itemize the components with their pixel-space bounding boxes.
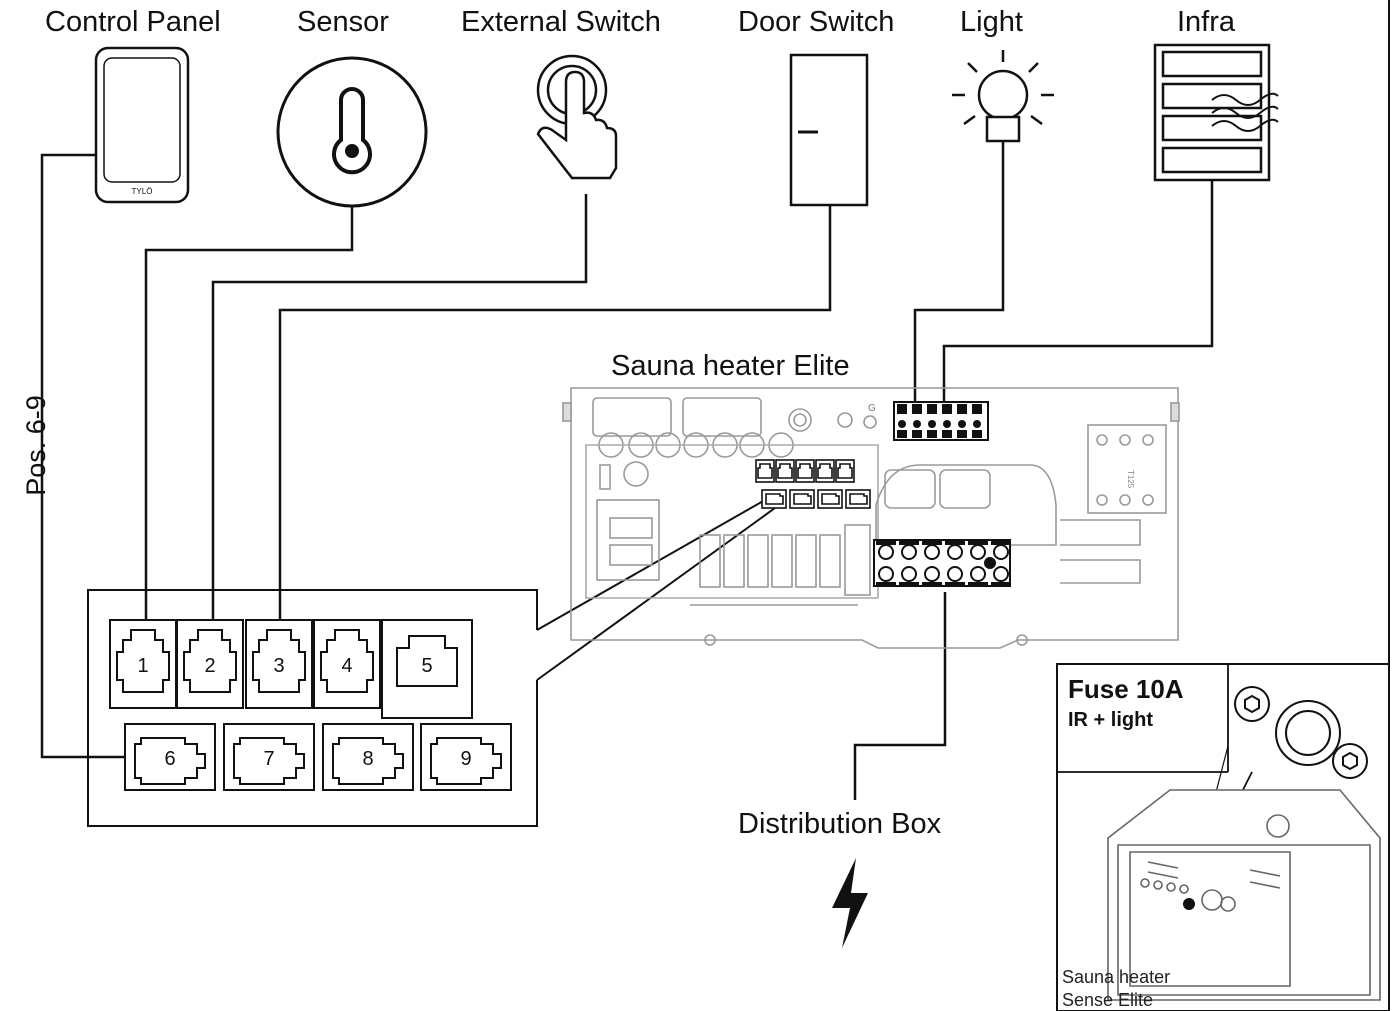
finger-press-icon [536, 70, 618, 180]
port-9: 9 [420, 723, 512, 791]
port-label: 5 [421, 655, 432, 677]
port-label: 7 [263, 748, 274, 770]
wire-distribution [853, 592, 947, 800]
terminal-block-main [873, 539, 1011, 587]
sensor-device [276, 56, 428, 208]
door-switch-label: Door Switch [738, 6, 895, 38]
board-rj-sockets [755, 459, 871, 509]
port-5: 5 [381, 619, 473, 719]
heater-sketch [1107, 789, 1381, 1001]
fuse-detail-icon [1234, 686, 1368, 779]
heat-waves-icon [1211, 92, 1279, 132]
infra-device [1153, 43, 1279, 182]
infra-label: Infra [1177, 6, 1236, 38]
door-switch-device [789, 53, 869, 207]
control-panel-device: TYLÖ [94, 46, 190, 204]
port-label: 4 [341, 655, 352, 677]
port-label: 3 [273, 655, 284, 677]
light-rays-icon [952, 50, 1054, 126]
wires [40, 141, 1214, 800]
board-title: Sauna heater Elite [611, 350, 850, 382]
distribution-box-label: Distribution Box [738, 808, 942, 840]
control-panel-label: Control Panel [45, 6, 221, 38]
port-6: 6 [124, 723, 216, 791]
external-switch-device [536, 54, 618, 180]
wire-sensor [144, 206, 354, 622]
port-3: 3 [245, 619, 313, 709]
wire-external-switch [211, 194, 588, 622]
port-7: 7 [223, 723, 315, 791]
port-8: 8 [322, 723, 414, 791]
light-device [952, 50, 1054, 143]
terminal-block-top [893, 401, 989, 441]
sensor-label: Sensor [297, 6, 389, 38]
control-panel-brand: TYLÖ [132, 187, 153, 196]
fuse-inset-panel: Fuse 10A IR + light Sauna heater Sense [1056, 663, 1390, 1011]
fuse-caption-line1: Sauna heater [1062, 967, 1170, 987]
ports-row-top: 1 2 3 4 5 [109, 619, 473, 719]
port-2: 2 [176, 619, 244, 709]
power-bolt-icon [832, 858, 868, 948]
fuse-subtitle: IR + light [1068, 709, 1153, 731]
port-1: 1 [109, 619, 177, 709]
thermometer-icon [332, 87, 372, 175]
fuse-location-dot [1183, 898, 1195, 910]
fuse-caption-line2: Sense Elite [1062, 990, 1153, 1010]
fuse-block-mark: T125 [1126, 470, 1135, 489]
port-label: 8 [362, 748, 373, 770]
ports-row-bottom: 6 7 8 9 [124, 723, 512, 791]
light-label: Light [960, 6, 1023, 38]
wire-control-panel [40, 153, 127, 759]
heater-board: G T125 [562, 387, 1180, 649]
port-label: 1 [137, 655, 148, 677]
wire-infra [942, 180, 1214, 405]
external-switch-label: External Switch [461, 6, 661, 38]
fuse-title: Fuse 10A [1068, 674, 1184, 704]
port-label: 9 [460, 748, 471, 770]
wire-light [913, 141, 1005, 405]
port-label: 2 [204, 655, 215, 677]
wire-door-switch [278, 205, 832, 622]
port-label: 6 [164, 748, 175, 770]
port-4: 4 [313, 619, 381, 709]
ground-mark: G [868, 403, 876, 414]
